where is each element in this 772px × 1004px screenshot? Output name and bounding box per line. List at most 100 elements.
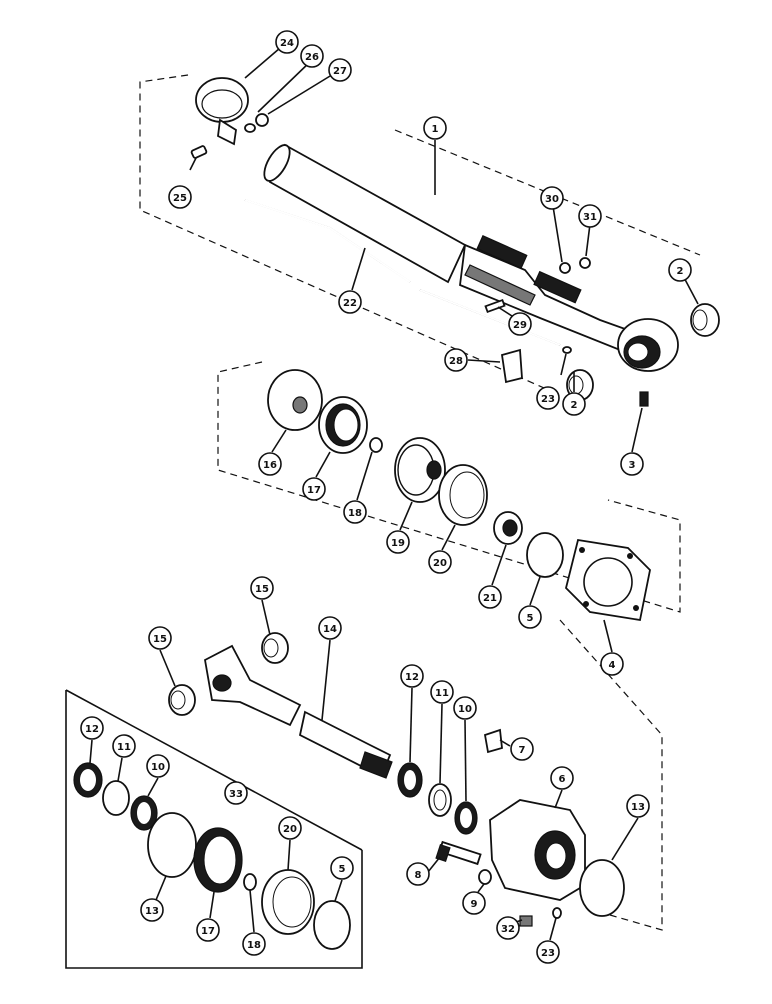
bolt-8-part [435,840,482,866]
callout-label: 5 [527,613,534,624]
callout-6: 6 [550,766,574,790]
callout-label: 11 [117,742,131,753]
callout-16: 16 [258,452,282,476]
callout-8: 8 [406,862,430,886]
gland-head-6-part [489,799,586,901]
kit-wiper-10-part [130,795,158,831]
callout-label: 26 [305,52,319,63]
callout-19: 19 [386,530,410,554]
callout-22: 22 [338,290,362,314]
wear-ring-20-part [438,464,488,526]
piston-16-part [267,369,323,431]
callout-10-kit: 10 [146,754,170,778]
callout-24: 24 [275,30,299,54]
callout-28: 28 [444,348,468,372]
callout-label: 8 [415,870,422,881]
bushing-upper-part [690,303,720,337]
callout-label: 20 [283,824,297,835]
o-ring-13-part [579,859,625,917]
callout-label: 7 [519,745,526,756]
kit-snap-ring-5-part [313,900,351,950]
callout-label: 33 [229,789,243,800]
barrel-eye-part [617,318,679,372]
clamp-washer-part [244,123,256,133]
callout-label: 15 [255,584,269,595]
callout-label: 19 [391,538,405,549]
kit-o-ring-13-part [147,812,197,878]
kit-ring-11-part [102,780,130,816]
callout-2-lower: 2 [562,392,586,416]
callout-label: 1 [432,124,439,135]
callout-12-upper: 12 [400,664,424,688]
callout-2-upper: 2 [668,258,692,282]
o-ring-23-lower-part [552,907,562,919]
callout-label: 25 [173,193,187,204]
callout-label: 18 [348,508,362,519]
callout-label: 28 [449,356,463,367]
callout-15-left: 15 [148,626,172,650]
callout-label: 30 [545,194,559,205]
callout-12-kit: 12 [80,716,104,740]
piston-group-boundary [217,361,681,613]
callout-26: 26 [300,44,324,68]
callout-3: 3 [620,452,644,476]
callout-label: 5 [339,864,346,875]
callout-10-upper: 10 [453,696,477,720]
clamp-nut-part [255,113,269,127]
callout-11-kit: 11 [112,734,136,758]
head-group-boundary [559,619,663,931]
callout-label: 13 [631,802,645,813]
bracket-bolt-part [484,298,506,314]
callout-label: 31 [583,212,597,223]
callout-20-upper: 20 [428,550,452,574]
callout-4: 4 [600,652,624,676]
callout-label: 12 [405,672,419,683]
callout-13-kit: 13 [140,898,164,922]
callout-label: 23 [541,394,555,405]
clamp-bolt-part [190,145,208,159]
callout-15-right: 15 [250,576,274,600]
callout-label: 16 [263,460,277,471]
callout-9: 9 [462,891,486,915]
bushing-15-right-part [261,632,289,664]
callout-5-kit: 5 [330,856,354,880]
callout-30: 30 [540,186,564,210]
callout-label: 12 [85,724,99,735]
kit-seal-12-part [73,762,103,798]
callout-label: 18 [247,940,261,951]
ring-11-part [428,783,452,817]
snap-ring-5-part [526,532,564,578]
callout-18-upper: 18 [343,500,367,524]
callout-5-upper: 5 [518,605,542,629]
callout-label: 9 [471,899,478,910]
upper-assembly-boundary [139,74,701,396]
callout-17-kit: 17 [196,918,220,942]
o-ring-18-part [369,437,383,453]
callout-label: 14 [323,624,337,635]
kit-wear-ring-20-part [261,869,315,935]
callout-label: 2 [677,266,684,277]
callout-17-upper: 17 [302,477,326,501]
nut-31-part [579,257,591,269]
flange-plate-4-part [565,538,651,622]
wiper-10-part [454,801,478,835]
callout-label: 23 [541,948,555,959]
cylinder-barrel-part [263,143,630,352]
tube-bracket-part [500,348,523,384]
kit-seal-17-part [193,827,243,893]
callout-label: 3 [629,460,636,471]
piston-nut-21-part [493,511,523,545]
bushing-15-left-part [168,684,196,716]
callout-label: 29 [513,320,527,331]
callout-label: 20 [433,558,447,569]
callout-1: 1 [423,116,447,140]
callout-label: 15 [153,634,167,645]
callout-label: 10 [151,762,165,773]
callout-11-upper: 11 [430,680,454,704]
seal-17-part [318,396,368,454]
callout-20-kit: 20 [278,816,302,840]
callout-7: 7 [510,737,534,761]
nut-30-part [559,262,571,274]
piston-19-part [394,437,446,503]
